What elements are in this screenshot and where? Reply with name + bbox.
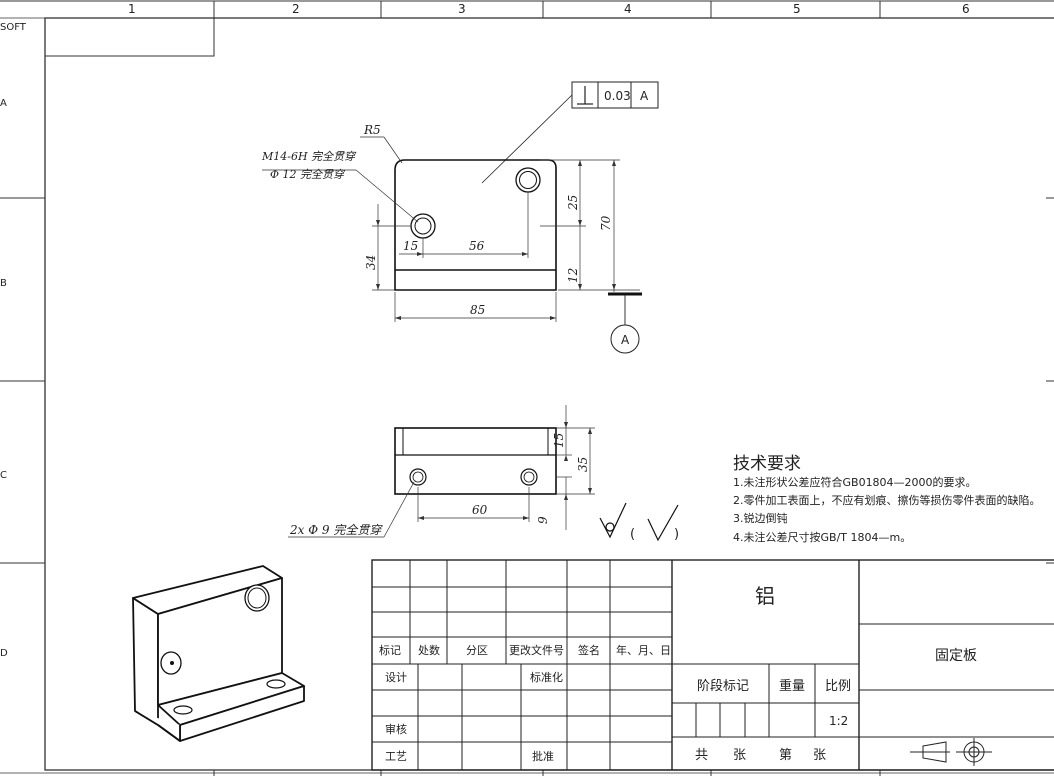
- review-label: 审核: [385, 722, 407, 736]
- dim-35-top: 35: [576, 457, 590, 472]
- roughness-open-paren: (: [630, 527, 635, 542]
- tolerance-datum: A: [640, 89, 649, 103]
- rev-header-sign: 签名: [578, 643, 600, 657]
- row-label-c: C: [0, 470, 7, 481]
- design-label: 设计: [385, 671, 407, 684]
- dim-85: 85: [470, 303, 485, 317]
- weight-label: 重量: [779, 678, 805, 694]
- row-label-a: A: [0, 98, 7, 109]
- top-view: 15 35 9 60 2x Φ 9 完全贯穿: [288, 405, 595, 538]
- tech-req-item-3: 3.锐边倒钝: [733, 511, 788, 525]
- title-block: [371, 559, 1054, 771]
- dim-34: 34: [364, 255, 378, 270]
- tech-requirements: 技术要求 1.未注形状公差应符合GB01804—2000的要求。 2.零件加工表…: [733, 454, 1041, 544]
- sheet-unit2-label: 张: [813, 748, 826, 763]
- material-label: 铝: [755, 584, 775, 608]
- column-label-6: 6: [962, 2, 970, 16]
- roughness-close-paren: ): [674, 527, 679, 542]
- process-label: 工艺: [385, 750, 407, 763]
- tech-req-title: 技术要求: [733, 454, 801, 474]
- tolerance-value: 0.03: [604, 89, 631, 103]
- tolerance-frame: 0.03 A: [481, 81, 659, 184]
- dim-56: 56: [469, 239, 485, 253]
- dim-9-top: 9: [536, 516, 550, 524]
- radius-label: R5: [363, 123, 381, 137]
- column-label-4: 4: [624, 2, 632, 16]
- scale-label: 比例: [825, 679, 851, 694]
- thread-note: M14-6H 完全贯穿: [261, 150, 357, 163]
- tech-req-item-4: 4.未注公差尺寸按GB/T 1804—m。: [733, 530, 911, 544]
- dim-25: 25: [566, 195, 580, 211]
- stage-mark-label: 阶段标记: [697, 679, 749, 694]
- hole-note-top: 2x Φ 9 完全贯穿: [289, 523, 383, 537]
- rev-header-count: 处数: [418, 644, 440, 657]
- rev-header-mark: 标记: [379, 643, 401, 657]
- title-block-text: 标记 处数 分区 更改文件号 签名 年、月、日 设计 标准化 审核 工艺 批准 …: [379, 584, 977, 763]
- column-label-1: 1: [128, 2, 136, 16]
- row-label-d: D: [0, 648, 8, 659]
- tech-req-item-1: 1.未注形状公差应符合GB01804—2000的要求。: [733, 475, 977, 489]
- dim-70: 70: [599, 215, 613, 231]
- corner-text: SOFT: [0, 22, 27, 33]
- hole-note: Φ 12 完全贯穿: [270, 168, 346, 181]
- perpendicularity-icon: [577, 86, 593, 105]
- frame-labels: 1 2 3 4 5 6 SOFT A B C D: [0, 2, 970, 659]
- row-label-b: B: [0, 278, 7, 289]
- rev-header-date: 年、月、日: [616, 643, 671, 657]
- dim-15: 15: [403, 239, 418, 253]
- front-view: R5 M14-6H 完全贯穿 Φ 12 完全贯穿 15 56 85 25 12 …: [261, 123, 640, 322]
- projection-symbol-icon: [910, 738, 992, 766]
- sheets-total-label: 共: [695, 748, 708, 763]
- rev-header-doc: 更改文件号: [509, 643, 564, 657]
- standardize-label: 标准化: [530, 670, 563, 684]
- column-label-2: 2: [292, 2, 300, 16]
- isometric-view: [132, 565, 305, 742]
- approve-label: 批准: [532, 749, 554, 763]
- sheet-no-label: 第: [779, 748, 792, 763]
- dim-12: 12: [566, 268, 580, 283]
- dim-15-top: 15: [552, 433, 566, 448]
- dim-60-top: 60: [472, 503, 488, 517]
- datum-symbol: A: [608, 292, 642, 354]
- column-label-3: 3: [458, 2, 466, 16]
- roughness-symbol: [599, 502, 679, 542]
- part-name: 固定板: [935, 648, 977, 664]
- column-label-5: 5: [793, 2, 801, 16]
- scale-value: 1:2: [829, 714, 848, 728]
- tech-req-item-2: 2.零件加工表面上，不应有划痕、擦伤等损伤零件表面的缺陷。: [733, 493, 1041, 507]
- rev-header-zone: 分区: [466, 644, 488, 657]
- datum-label: A: [621, 333, 630, 347]
- sheets-unit-label: 张: [733, 748, 746, 763]
